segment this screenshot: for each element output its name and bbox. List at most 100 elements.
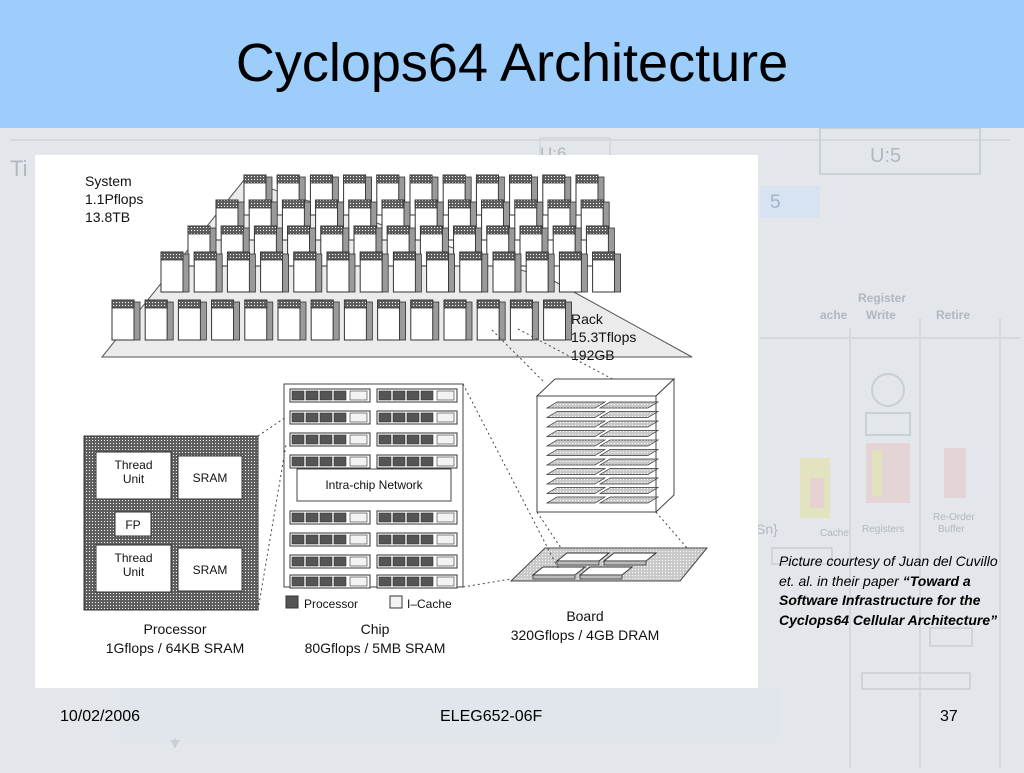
rack-cabinet-icon (592, 251, 621, 293)
system-memory: 13.8TB (85, 209, 131, 225)
board-chip-icon (555, 552, 611, 566)
rack-label: Rack (571, 311, 603, 327)
rack-cube (535, 377, 676, 514)
board-chip-icon (578, 566, 634, 580)
thread-unit-2-box (95, 544, 172, 593)
rack-cabinet-icon (177, 299, 207, 341)
rack-board-slab (598, 487, 660, 494)
board-spec: 320Gflops / 4GB DRAM (510, 627, 660, 643)
bg-label: Write (866, 308, 896, 322)
chip-diagram (283, 383, 464, 589)
connector-line (517, 328, 621, 384)
architecture-diagram-svg (83, 174, 709, 611)
rack-board-slab (598, 411, 660, 418)
rack-cabinet-icon (310, 299, 340, 341)
chip-core-row (289, 574, 371, 589)
sram-2-box (177, 547, 243, 592)
rack-cabinet-icon (211, 299, 241, 341)
footer-page-number: 37 (940, 708, 958, 725)
footer-course: ELEG652-06F (440, 708, 543, 725)
legend-processor-label: Processor (304, 597, 359, 611)
picture-credit-caption: Picture courtesy of Juan del Cuvillo et.… (779, 552, 1001, 630)
rack-board-slab (545, 468, 607, 475)
legend-icache-swatch (389, 595, 403, 609)
bg-label: 5 (770, 192, 781, 213)
rack-board-slab (598, 420, 660, 428)
chip-core-row (289, 388, 371, 403)
connector-line (257, 416, 287, 437)
rack-board-slab (598, 468, 660, 475)
rack-cabinet-icon (359, 251, 389, 293)
bg-label: Sn} (756, 521, 778, 537)
rack-cabinet-icon (525, 251, 555, 293)
rack-cabinet-icon (459, 251, 489, 293)
chip-core-row (376, 574, 458, 589)
thread-unit-1-label: Thread Unit (114, 458, 153, 486)
rack-board-slab (545, 439, 607, 447)
footer-date: 10/02/2006 (60, 708, 141, 725)
rack-board-slab (598, 401, 660, 409)
rack-cabinet-icon (392, 251, 422, 293)
rack-cabinet-icon (144, 299, 174, 341)
rack-cabinet-icon (260, 251, 290, 293)
chip-spec: 80Gflops / 5MB SRAM (304, 640, 446, 656)
bg-label: ache (820, 308, 848, 322)
rack-perf: 15.3Tflops (571, 329, 637, 345)
bg-label: Ti (10, 156, 28, 181)
intra-chip-network-label: Intra-chip Network (325, 478, 423, 492)
legend-processor-swatch (285, 595, 299, 609)
board-chip-icon (602, 552, 658, 566)
system-racks (111, 174, 621, 341)
thread-unit-2-label: Thread Unit (114, 551, 153, 579)
rack-board-slab (545, 401, 607, 409)
title-bar: Cyclops64 Architecture (0, 0, 1024, 128)
chip-core-row (289, 510, 371, 525)
chip-core-row (376, 388, 458, 403)
rack-cabinet-icon (377, 299, 407, 341)
processor-spec: 1Gflops / 64KB SRAM (105, 640, 245, 656)
rack-cabinet-icon (543, 299, 572, 341)
rack-board-slab (598, 496, 660, 504)
rack-memory: 192GB (571, 347, 615, 363)
system-perf: 1.1Pflops (85, 191, 144, 207)
board (509, 547, 709, 582)
legend-icache-label: I–Cache (407, 597, 452, 611)
rack-cabinet-icon (160, 251, 190, 293)
rack-board-slab (598, 458, 660, 466)
rack-cabinet-icon (558, 251, 588, 293)
sram-1-box (177, 455, 243, 500)
processor-label: Processor (143, 621, 207, 637)
rack-cabinet-icon (492, 251, 522, 293)
fp-box (114, 511, 152, 537)
board-chip-icon (531, 566, 587, 580)
chip-core-row (289, 432, 371, 447)
rack-board-slab (598, 477, 660, 485)
rack-board-slab (598, 430, 660, 437)
thread-unit-1-box (95, 451, 172, 500)
rack-cabinet-icon (277, 299, 307, 341)
fp-label: FP (125, 518, 141, 532)
rack-board-slab (545, 458, 607, 466)
rack-cabinet-icon (226, 251, 256, 293)
bg-label: Registers (862, 524, 904, 535)
rack-cabinet-icon (443, 299, 473, 341)
connector-line (462, 578, 512, 588)
bg-label: Retire (936, 308, 970, 322)
rack-cabinet-icon (509, 299, 539, 341)
chip-core-row (376, 510, 458, 525)
chip-core-row (376, 410, 458, 425)
bg-label: Register (858, 291, 906, 305)
sram-2-label: SRAM (192, 563, 228, 577)
rack-cabinet-icon (410, 299, 440, 341)
rack-board-slab (545, 477, 607, 485)
rack-cabinet-icon (326, 251, 356, 293)
rack-board-slab (598, 439, 660, 447)
rack-board-slab (545, 411, 607, 418)
rack-board-slab (545, 449, 607, 456)
rack-board-slab (545, 487, 607, 494)
bg-label: Buffer (938, 524, 965, 535)
rack-cabinet-icon (111, 299, 141, 341)
chip-core-row (289, 454, 371, 469)
chip-core-row (376, 432, 458, 447)
connector-line (536, 511, 562, 549)
